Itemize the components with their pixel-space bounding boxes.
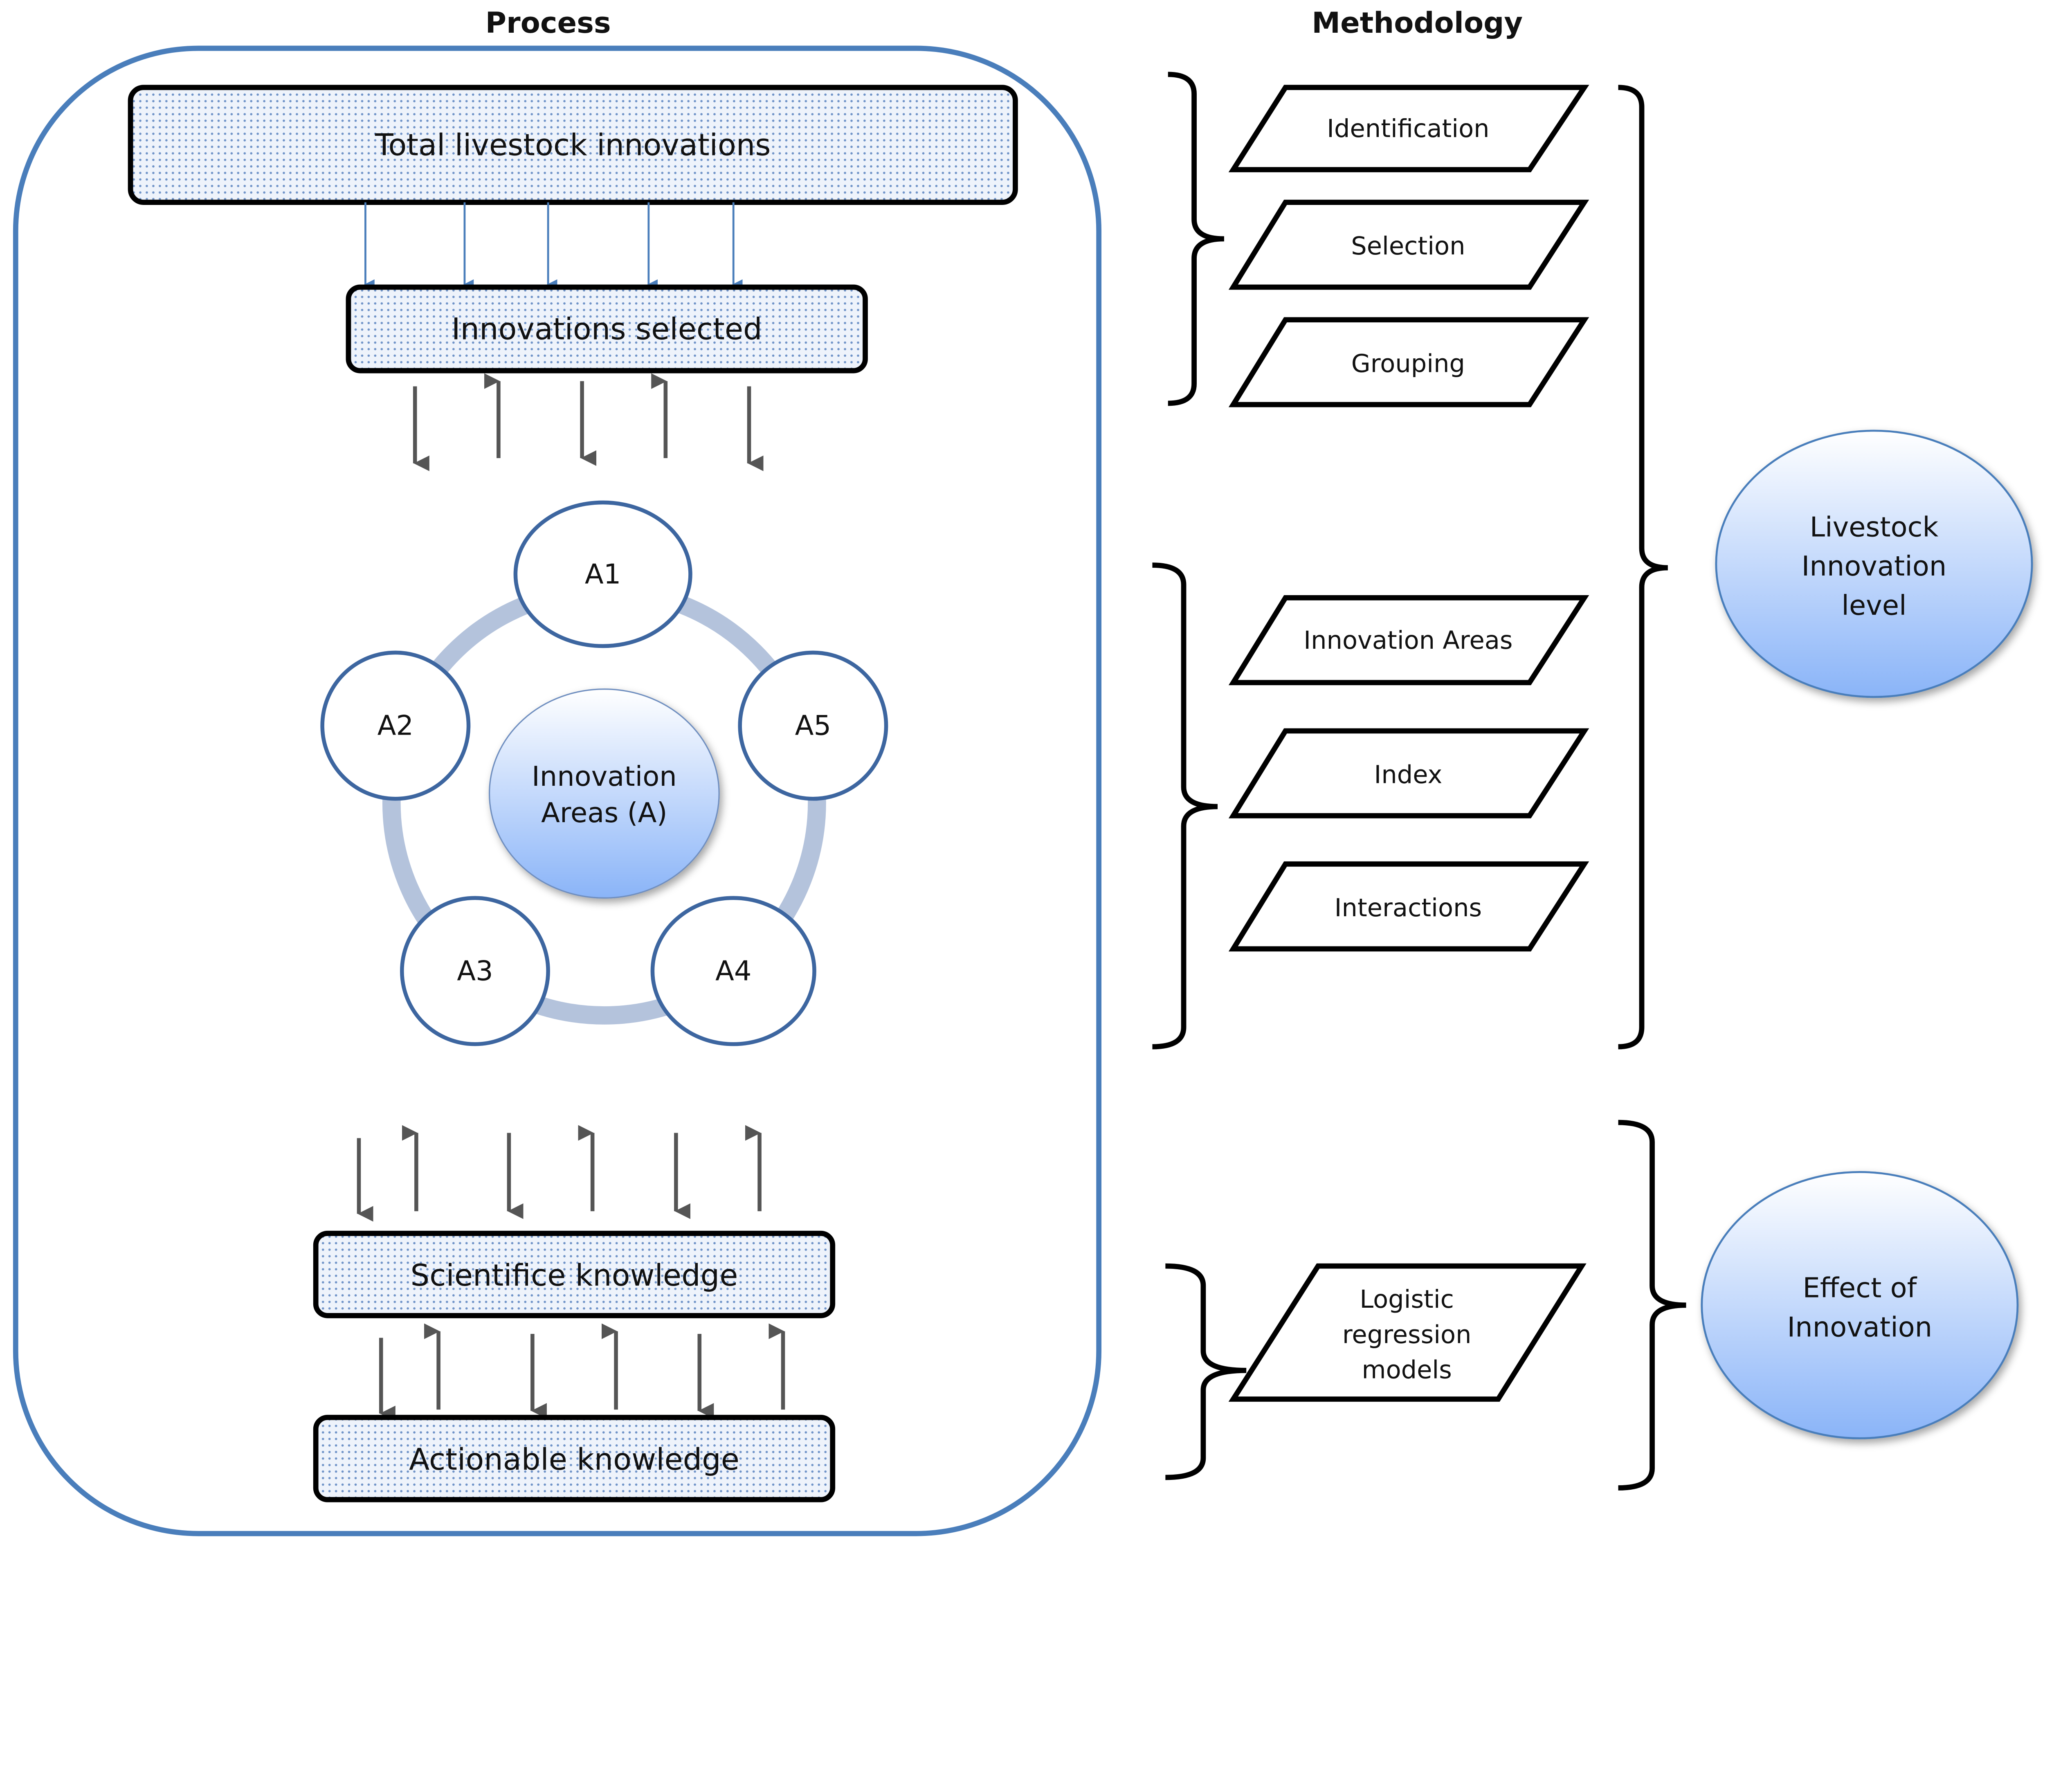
svg-text:Actionable knowledge: Actionable knowledge — [409, 1442, 739, 1477]
step-selection: Selection — [1228, 200, 1589, 290]
svg-text:A2: A2 — [378, 709, 413, 741]
svg-text:Areas (A): Areas (A) — [541, 797, 667, 829]
svg-text:Effect of: Effect of — [1803, 1272, 1917, 1304]
brace-steps3 — [1165, 1263, 1247, 1480]
svg-text:Index: Index — [1374, 760, 1442, 789]
process-frame — [13, 45, 1102, 1536]
step-grouping: Grouping — [1228, 317, 1589, 407]
brace-steps1 — [1168, 72, 1225, 406]
innovation-areas-center: Innovation Areas (A) — [488, 688, 720, 899]
step-innovation-areas: Innovation Areas — [1228, 595, 1589, 686]
effect-of-innovation: Effect of Innovation — [1701, 1171, 2019, 1439]
svg-text:Innovations selected: Innovations selected — [452, 312, 762, 347]
svg-text:Innovation: Innovation — [1787, 1311, 1933, 1343]
diagram: Process Methodology Total livestock inno… — [13, 6, 2033, 1536]
svg-text:regression: regression — [1342, 1320, 1472, 1349]
svg-text:A1: A1 — [585, 558, 621, 590]
process-header: Process — [485, 6, 611, 40]
scientific-knowledge-box: Scientifice knowledge — [313, 1230, 836, 1318]
step-identification: Identification — [1228, 85, 1589, 173]
svg-text:Innovation: Innovation — [1802, 550, 1947, 582]
svg-text:A3: A3 — [457, 955, 493, 987]
svg-text:A4: A4 — [715, 955, 751, 987]
actionable-knowledge-box: Actionable knowledge — [313, 1414, 836, 1502]
step-logistic-regression: Logistic regression models — [1228, 1263, 1587, 1402]
livestock-innovation-level: Livestock Innovation level — [1715, 429, 2033, 698]
brace-steps2 — [1152, 562, 1218, 1050]
svg-text:Interactions: Interactions — [1335, 894, 1482, 922]
svg-text:A5: A5 — [795, 709, 831, 741]
svg-text:Innovation Areas: Innovation Areas — [1303, 626, 1512, 655]
svg-text:Logistic: Logistic — [1360, 1285, 1454, 1314]
svg-text:Selection: Selection — [1351, 232, 1465, 261]
gray-arrows-lower — [379, 1323, 785, 1421]
step-index: Index — [1228, 728, 1589, 818]
step-interactions: Interactions — [1228, 861, 1589, 952]
svg-text:Livestock: Livestock — [1810, 511, 1939, 543]
area-a2: A2 — [320, 650, 471, 801]
svg-text:Innovation: Innovation — [532, 760, 677, 792]
total-innovations-box: Total livestock innovations — [128, 85, 1018, 205]
area-a4: A4 — [650, 896, 816, 1046]
area-a5: A5 — [738, 650, 888, 801]
methodology-header: Methodology — [1312, 6, 1523, 40]
blue-arrows — [364, 202, 743, 290]
brace-effect — [1618, 1120, 1686, 1491]
svg-text:Identification: Identification — [1327, 115, 1489, 143]
svg-text:level: level — [1841, 589, 1906, 621]
innovations-selected-box: Innovations selected — [346, 284, 868, 373]
area-a3: A3 — [400, 896, 550, 1046]
brace-level — [1618, 85, 1668, 1050]
gray-arrows-upper — [413, 373, 764, 471]
area-a1: A1 — [513, 500, 692, 648]
svg-text:Scientifice knowledge: Scientifice knowledge — [411, 1258, 738, 1293]
svg-text:Grouping: Grouping — [1351, 349, 1465, 378]
svg-text:Total livestock innovations: Total livestock innovations — [375, 128, 771, 163]
gray-arrows-middle — [357, 1125, 762, 1222]
svg-text:models: models — [1362, 1356, 1452, 1384]
